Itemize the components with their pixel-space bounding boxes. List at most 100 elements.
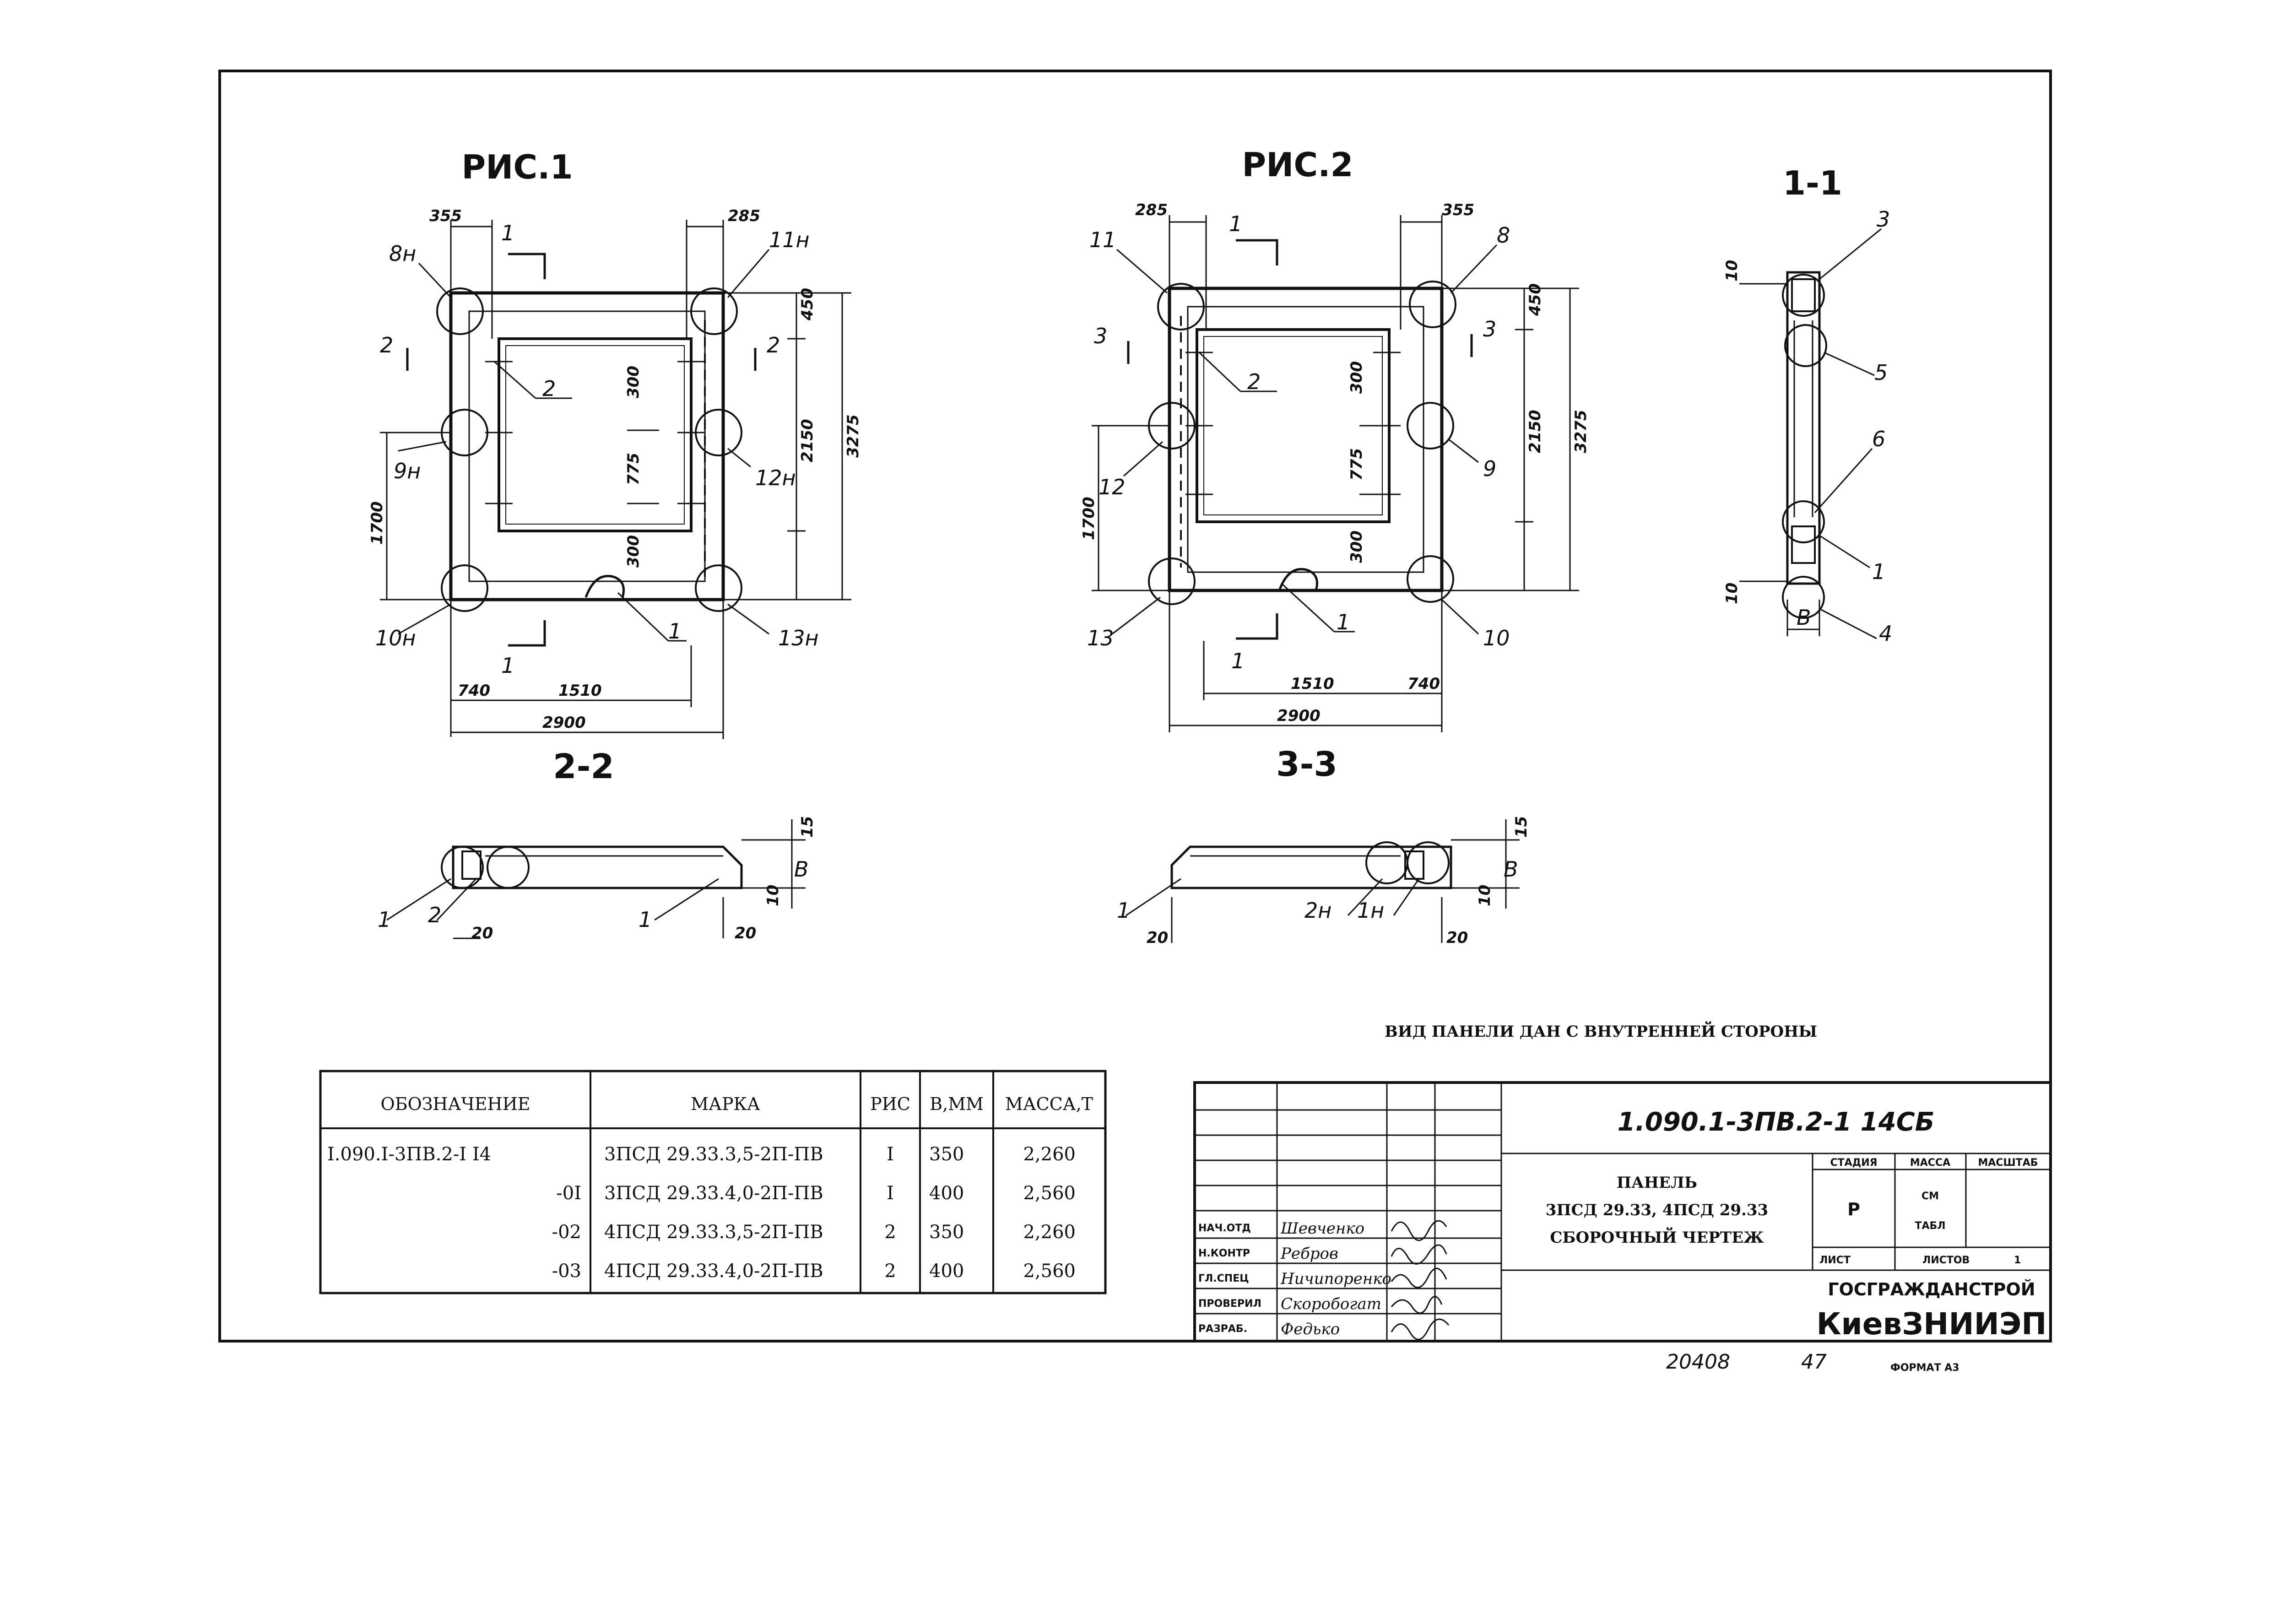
fig2-callout-12: 12 (1099, 475, 1126, 499)
sec22-core (461, 850, 482, 880)
fig2-callout-2: 2 (1247, 369, 1261, 394)
org-line-1: ГОСГРАЖДАНСТРОЙ (1828, 1279, 2035, 1299)
spec-cell: I.090.I-3ПВ.2-I I4 (327, 1144, 491, 1165)
fig1-dim-740: 740 (458, 682, 490, 700)
sec22-dim-10: 10 (764, 885, 782, 906)
signer-row: ПРОВЕРИЛ Скоробогат (1198, 1295, 1381, 1313)
sec11-callout-6: 6 (1872, 427, 1885, 451)
signer-row: Н.КОНТР Ребров (1198, 1245, 1338, 1263)
section-3-3: 3-3 15 10 В 20 20 1 2н 1н (1117, 745, 1531, 947)
spec-cell: -0I (556, 1183, 581, 1204)
fig2-dim-1700: 1700 (1080, 497, 1098, 540)
fig2-panel-inner (1187, 306, 1424, 573)
sec11-profile (1786, 271, 1821, 585)
signer-role: НАЧ.ОТД (1198, 1223, 1251, 1234)
spec-cell: 2 (884, 1222, 896, 1243)
signer-name: Скоробогат (1281, 1295, 1381, 1313)
fig1-cut-2-left: 2 (380, 333, 393, 357)
mass-value-2: ТАБЛ (1915, 1220, 1945, 1232)
fig1-callout-11n: 11н (769, 227, 810, 252)
sec11-callout-5: 5 (1874, 360, 1888, 385)
spec-header-b: В,ММ (930, 1094, 984, 1114)
fig1-lifting-loop (585, 575, 625, 598)
sec11-callout-1: 1 (1872, 559, 1885, 584)
fig2-dim-450: 450 (1526, 283, 1544, 316)
sec33-callout-1n: 1н (1357, 898, 1384, 923)
fig1-dim-2900: 2900 (542, 714, 586, 732)
sec33-dim-20-right: 20 (1446, 929, 1468, 947)
fig2-callout-10: 10 (1483, 626, 1510, 650)
spec-cell: 3ПСД 29.33.4,0-2П-ПВ (604, 1183, 823, 1204)
signer-name: Шевченко (1280, 1219, 1364, 1238)
fig2-callout-11: 11 (1089, 227, 1116, 252)
fig2-cut-1-bottom: 1 (1231, 649, 1245, 673)
section-1-1: 1-1 10 10 В 3 5 6 1 4 (1723, 164, 1892, 646)
fig2-anchors (1185, 352, 1401, 495)
fig2-dim-2900: 2900 (1277, 707, 1321, 725)
spec-cell: 400 (929, 1261, 964, 1282)
sec11-leaders (1814, 228, 1882, 639)
footer-number: 20408 (1666, 1350, 1730, 1374)
view-note: ВИД ПАНЕЛИ ДАН С ВНУТРЕННЕЙ СТОРОНЫ (1385, 1021, 1817, 1041)
fig1-dim-775: 775 (624, 453, 643, 485)
fig2-dimension-lines (1092, 215, 1579, 732)
table-row: -03 4ПСД 29.33.4,0-2П-ПВ 2 400 2,560 (552, 1261, 1076, 1282)
fig2-dim-775: 775 (1348, 448, 1366, 481)
fig1-cut-marks (406, 253, 757, 647)
stage-header: СТАДИЯ (1830, 1157, 1877, 1169)
doc-code: 1.090.1-3ПВ.2-1 14СБ (1618, 1107, 1935, 1137)
signer-name: Ребров (1280, 1245, 1338, 1263)
fig2-dim-740: 740 (1407, 675, 1440, 693)
signer-name: Федько (1281, 1320, 1340, 1338)
signer-role: РАЗРАБ. (1198, 1323, 1247, 1335)
sec22-dim-15: 15 (798, 816, 817, 838)
doc-name-2: 3ПСД 29.33, 4ПСД 29.33 (1546, 1201, 1768, 1219)
sec33-dim-20-left: 20 (1147, 929, 1168, 947)
fig2-callout-1: 1 (1337, 610, 1350, 634)
fig1-cut-1-top: 1 (501, 221, 514, 245)
fig1-dim-450: 450 (798, 288, 817, 321)
sec33-callout-2n: 2н (1304, 898, 1331, 923)
fig1-callout-13n: 13н (778, 626, 819, 650)
sec33-dim-b: В (1504, 857, 1518, 882)
sec11-dim-10-bottom: 10 (1723, 583, 1741, 604)
figure-2: РИС.2 285 355 450 300 (1080, 146, 1590, 732)
sheet-label: ЛИСТ (1819, 1255, 1851, 1266)
spec-header-mass: МАССА,Т (1005, 1094, 1093, 1114)
fig1-anchors (485, 361, 705, 504)
fig1-callout-1: 1 (668, 619, 682, 644)
sec22-profile (452, 845, 743, 889)
spec-cell: 4ПСД 29.33.4,0-2П-ПВ (604, 1261, 823, 1282)
fig1-dim-3275: 3275 (844, 414, 862, 458)
spec-cell: -03 (552, 1261, 581, 1282)
sheets-value: 1 (2014, 1255, 2021, 1266)
sheets-label: ЛИСТОВ (1922, 1255, 1970, 1266)
sec22-detail-circles (441, 846, 530, 889)
sec33-title: 3-3 (1276, 745, 1337, 784)
fig2-lifting-loop (1278, 568, 1318, 591)
table-row: I.090.I-3ПВ.2-I I4 3ПСД 29.33.3,5-2П-ПВ … (327, 1144, 1076, 1165)
sec11-bottom-core (1791, 525, 1816, 564)
fig2-dim-300b: 300 (1348, 531, 1366, 563)
sec22-title: 2-2 (553, 747, 614, 786)
spec-cell: 3ПСД 29.33.3,5-2П-ПВ (604, 1144, 823, 1165)
spec-cell: 2 (884, 1261, 896, 1282)
mass-header: МАССА (1910, 1157, 1950, 1169)
spec-cell: -02 (552, 1222, 581, 1243)
spec-cell: 2,560 (1023, 1261, 1076, 1282)
spec-header-fig: РИС (870, 1094, 910, 1114)
sec11-top-core (1791, 278, 1816, 312)
spec-cell: 2,560 (1023, 1183, 1076, 1204)
spec-header-designation: ОБОЗНАЧЕНИЕ (381, 1094, 530, 1114)
table-row: -0I 3ПСД 29.33.4,0-2П-ПВ I 400 2,560 (556, 1183, 1076, 1204)
doc-name-3: СБОРОЧНЫЙ ЧЕРТЕЖ (1550, 1227, 1764, 1247)
fig1-dim-300b: 300 (624, 535, 643, 568)
fig1-cut-1-bottom: 1 (501, 653, 514, 678)
sec22-dim-b: В (794, 857, 809, 882)
scale-header: МАСШТАБ (1978, 1157, 2038, 1169)
fig1-callout-12n: 12н (755, 466, 796, 490)
sec11-callout-4: 4 (1879, 621, 1892, 646)
signer-name: Ничипоренко (1280, 1270, 1391, 1288)
sec11-callout-3: 3 (1877, 207, 1890, 232)
table-row: -02 4ПСД 29.33.3,5-2П-ПВ 2 350 2,260 (552, 1222, 1076, 1243)
